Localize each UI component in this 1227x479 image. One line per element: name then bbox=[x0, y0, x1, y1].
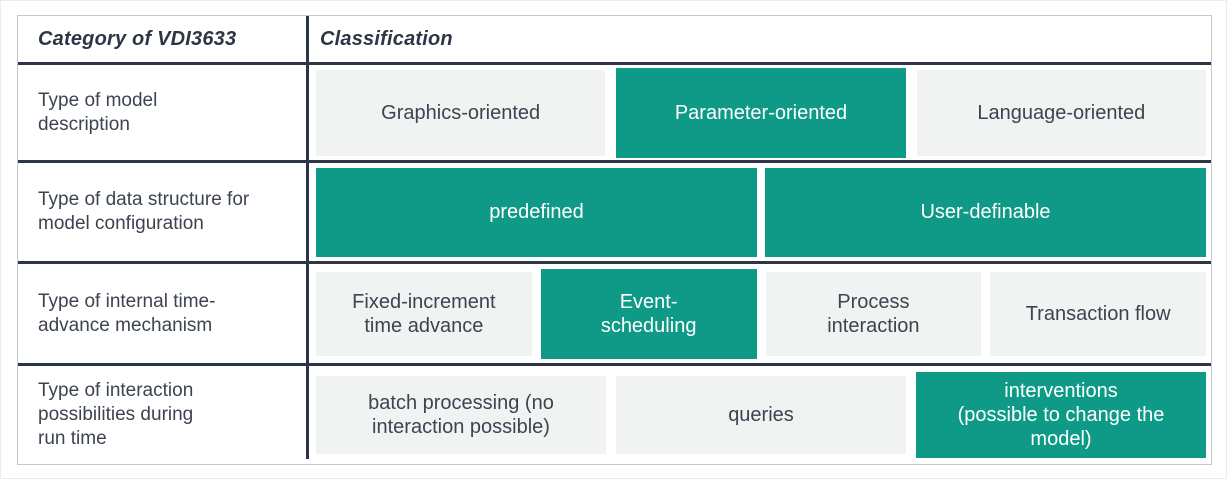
option-event-scheduling: Event- scheduling bbox=[540, 268, 757, 359]
option-parameter-oriented: Parameter-oriented bbox=[616, 67, 906, 158]
classification-row-interaction-possibilities: batch processing (no interaction possibl… bbox=[309, 366, 1211, 464]
row-separator-line bbox=[18, 363, 1211, 366]
option-language-oriented: Language-oriented bbox=[916, 69, 1206, 156]
option-fixed-increment: Fixed-increment time advance bbox=[316, 271, 532, 356]
option-predefined: predefined bbox=[316, 167, 757, 257]
column-divider-line bbox=[306, 16, 309, 459]
category-cell-interaction-possibilities: Type of interaction possibilities during… bbox=[38, 380, 194, 449]
category-cell-data-structure: Type of data structure for model configu… bbox=[38, 189, 250, 234]
option-queries: queries bbox=[616, 376, 906, 454]
category-column-header: Category of VDI3633 bbox=[38, 27, 237, 50]
vdi3633-classification-table: Category of VDI3633 Classification Type … bbox=[17, 15, 1212, 465]
classification-row-model-description: Graphics-oriented Parameter-oriented Lan… bbox=[309, 65, 1211, 160]
option-transaction-flow: Transaction flow bbox=[990, 271, 1206, 356]
option-graphics-oriented: Graphics-oriented bbox=[316, 69, 606, 156]
option-interventions: interventions (possible to change the mo… bbox=[916, 372, 1206, 458]
option-user-definable: User-definable bbox=[765, 167, 1206, 257]
row-separator-line bbox=[18, 261, 1211, 264]
row-separator-line bbox=[18, 62, 1211, 65]
option-batch-processing: batch processing (no interaction possibl… bbox=[316, 376, 606, 454]
option-process-interaction: Process interaction bbox=[765, 271, 982, 356]
classification-row-time-advance: Fixed-increment time advance Event- sche… bbox=[309, 264, 1211, 363]
category-cell-time-advance: Type of internal time- advance mechanism bbox=[38, 290, 216, 336]
classification-row-data-structure: predefined User-definable bbox=[309, 163, 1211, 261]
classification-column-header: Classification bbox=[320, 27, 453, 50]
category-cell-model-description: Type of model description bbox=[38, 89, 158, 135]
row-separator-line bbox=[18, 160, 1211, 163]
